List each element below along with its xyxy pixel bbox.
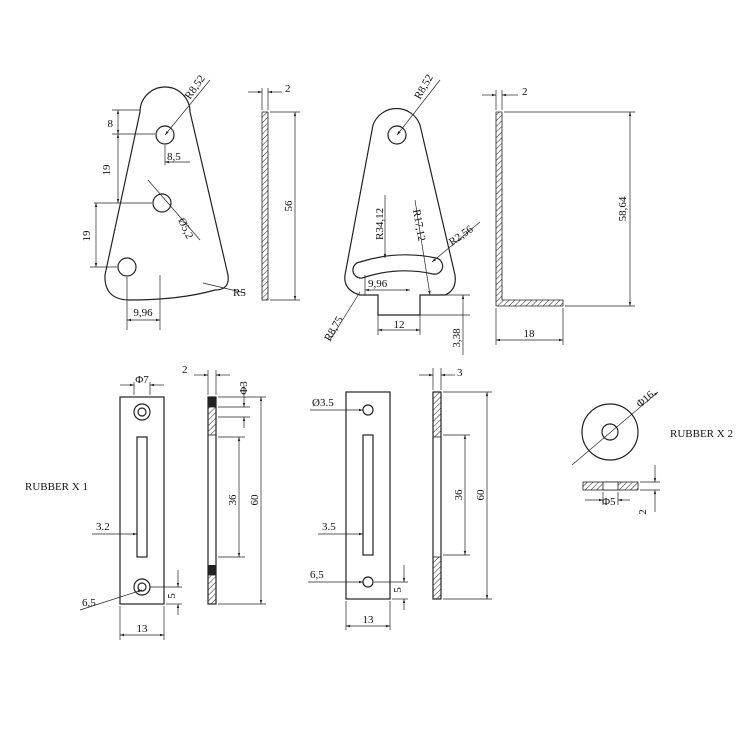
dim-plate-d-hole-offset: 6,5: [310, 569, 324, 581]
dim-part-a-height: 56: [283, 200, 295, 212]
plate-d-outline: [345, 391, 391, 600]
plate-d-hole-top: [362, 404, 374, 416]
dim-part-b-height: 58,64: [617, 196, 629, 221]
plate-c-hole-top-outer: [133, 403, 151, 421]
plate-c-caption: RUBBER X 1: [25, 481, 88, 493]
dim-washer-outer-dia: Φ16: [634, 389, 657, 411]
dim-part-b-top-radius: R8,52: [412, 72, 436, 101]
washer-side-bore: [602, 481, 619, 491]
dim-plate-c-slot-width: 3.2: [96, 521, 110, 533]
dim-part-b-slot-end-radius: R2,56: [447, 223, 476, 248]
dim-part-b-tab-width: 12: [394, 319, 405, 331]
dim-plate-d-slot-length: 36: [453, 489, 465, 501]
dim-part-a-corner-radius: R5: [233, 287, 246, 299]
dim-part-b-corner-radius: R8,75: [322, 314, 346, 343]
dim-part-a-hole-offset: 8,5: [167, 151, 181, 163]
part-b-side-profile: [495, 111, 564, 307]
dim-plate-d-hole-dia: Ø3.5: [312, 397, 334, 409]
plate-c-side-rubber-bottom: [208, 565, 216, 575]
dim-plate-c-slot-length: 36: [227, 494, 239, 506]
dim-part-b-foot-length: 18: [524, 328, 536, 340]
plate-c-side-hatch-top: [207, 406, 217, 436]
dim-part-b-slot-offset: 9,96: [368, 278, 388, 290]
plate-c-outline: [119, 396, 165, 605]
part-b-side-view: 2 58,64 18: [482, 86, 635, 345]
dim-plate-c-hole-dia: Φ7: [135, 374, 149, 386]
plate-c-hole-bottom-inner: [137, 582, 147, 592]
dim-plate-c-small-hole: Φ3: [238, 381, 250, 395]
part-a-hole-top: [155, 125, 175, 145]
plate-d-slot: [362, 434, 374, 556]
dim-part-b-tab-height: 3,38: [451, 328, 463, 348]
part-a-side-view: 2 56: [248, 83, 300, 301]
part-b-bracket: R8,52 R34,12 R17,12 R2,56 9,96 R8,75 12 …: [322, 72, 481, 355]
dim-part-a-top-offset: 8: [108, 118, 114, 130]
dim-part-b-slot-outer-radius: R34,12: [374, 208, 386, 240]
dim-plate-c-bottom-offset: 5: [166, 593, 178, 599]
plate-d-side-hatch-bottom: [432, 556, 442, 600]
plate-d-side-view: 3 36 60: [419, 367, 492, 600]
part-a-side-profile: [261, 111, 269, 301]
dim-part-b-thickness: 2: [522, 86, 528, 98]
plate-d-side-hatch-top: [432, 391, 442, 438]
plate-c-hole-bottom-outer: [133, 578, 151, 596]
plate-c-side-view: 2 Φ3 36 60: [182, 364, 266, 605]
part-a-outline: [104, 86, 229, 301]
dim-part-b-slot-inner-radius: R17,12: [410, 208, 427, 242]
plate-d-hole-bottom: [362, 576, 374, 588]
plate-c-slot: [136, 436, 148, 558]
dim-part-a-spacing-2: 19: [81, 230, 93, 242]
washer-caption: RUBBER X 2: [670, 428, 733, 440]
part-a-bracket: 8 19 19 8,5 R8,52 Ø5,2 R5 9,96: [81, 73, 246, 330]
dim-plate-d-bottom-offset: 5: [392, 587, 404, 593]
dim-part-a-spacing-1: 19: [101, 164, 113, 176]
plate-c-hole-top-inner: [137, 407, 147, 417]
dim-plate-c-thickness: 2: [182, 364, 188, 376]
dim-plate-d-length: 60: [475, 489, 487, 501]
dim-plate-c-hole-offset: 6,5: [82, 597, 96, 609]
washer-inner: [601, 423, 619, 441]
washer: Φ16 RUBBER X 2 Φ5 2: [571, 389, 733, 515]
dim-plate-d-slot-width: 3.5: [322, 521, 336, 533]
dim-plate-d-width: 13: [363, 614, 375, 626]
part-b-hole: [387, 125, 407, 145]
part-a-hole-middle: [152, 193, 172, 213]
dim-plate-d-thickness: 3: [457, 367, 463, 379]
dim-washer-thickness: 2: [637, 509, 649, 515]
plate-c-side-hatch-bottom: [207, 574, 217, 605]
part-a-hole-bottom: [117, 257, 137, 277]
dim-plate-c-length: 60: [249, 494, 261, 506]
plate-c: Φ7 3.2 6,5 13 5 RUBBER X 1: [25, 374, 182, 640]
washer-outer: [581, 403, 639, 461]
plate-d: Ø3.5 3.5 6,5 13 5: [308, 391, 408, 630]
dim-plate-c-width: 13: [137, 623, 149, 635]
dim-part-a-bottom-offset: 9,96: [133, 307, 153, 319]
part-b-outline: [344, 108, 456, 316]
part-b-slot: [352, 254, 444, 279]
dim-washer-inner-dia: Φ5: [602, 496, 616, 508]
plate-c-side-rubber-top: [208, 397, 216, 407]
dim-part-a-thickness: 2: [285, 83, 291, 95]
dim-part-a-hole-dia: Ø5,2: [175, 216, 195, 241]
